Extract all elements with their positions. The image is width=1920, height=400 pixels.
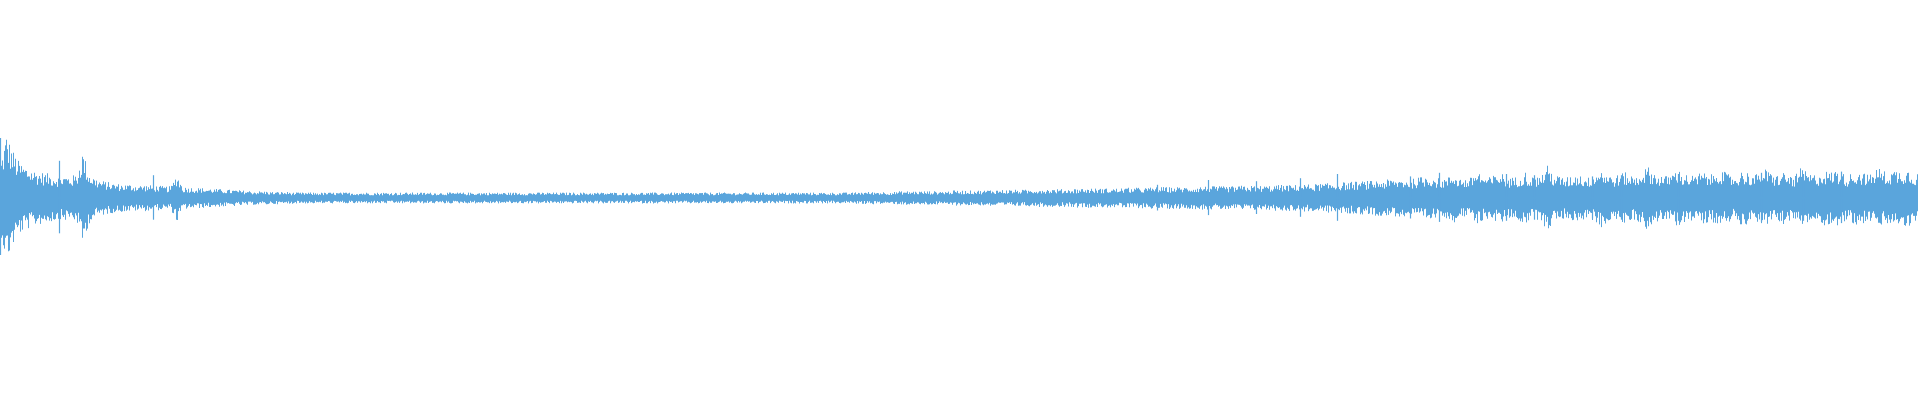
waveform-bars — [0, 138, 1918, 255]
waveform-envelope — [0, 139, 1918, 252]
